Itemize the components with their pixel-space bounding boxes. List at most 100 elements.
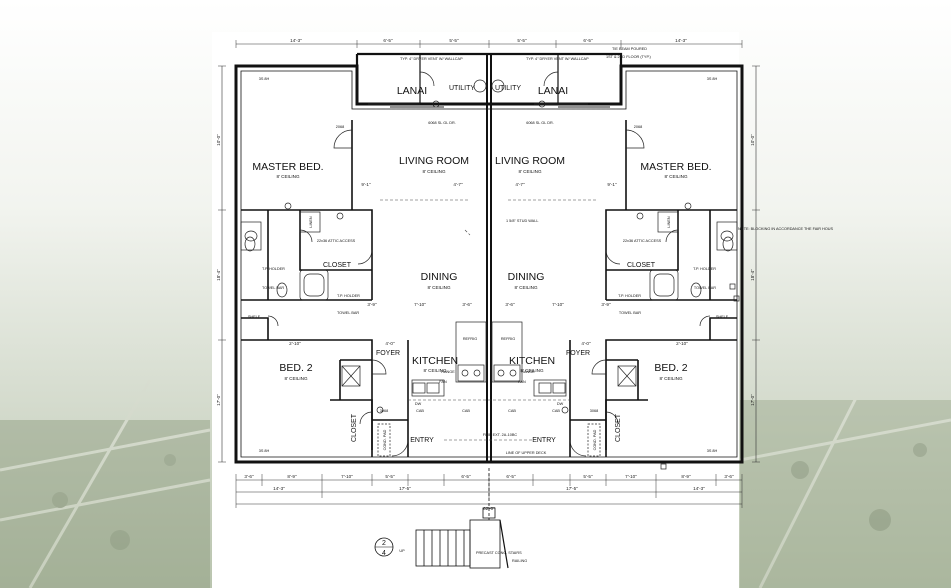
section-number: 2 — [382, 540, 386, 547]
tie-beam-note-2: 1ST & 2ND FLOOR (TYP.) — [606, 55, 652, 59]
dim-bottom-1: 3'-6" — [244, 474, 254, 479]
linen-right: LINEN — [667, 216, 671, 227]
room-foyer-left: FOYER — [376, 350, 400, 357]
door-swings — [267, 71, 711, 457]
dryer-vent-note-left: TYP. 4" DRYER VENT W/ WALLCAP — [400, 57, 463, 61]
dim-bottom-6: 6'-5" — [506, 474, 516, 479]
dim-bottom-5: 6'-5" — [461, 474, 471, 479]
exterior-walls — [234, 52, 744, 464]
shelf-right: SHELF — [716, 315, 729, 319]
tp-holder-left-2: T.P. HOLDER — [337, 294, 360, 298]
cond-pad-left: COND. PAD — [383, 429, 387, 450]
room-living-left: LIVING ROOM — [399, 155, 469, 167]
dim-int-12: 4'-7" — [453, 182, 463, 187]
section-sheet: 4 — [382, 550, 386, 557]
linen-left: LINEN — [309, 216, 313, 227]
room-kitchen-right: KITCHEN — [509, 355, 555, 367]
dw-right: DW — [557, 402, 564, 406]
dim-int-8: 2'-10" — [289, 341, 301, 346]
dim-bottom-row2-1: 14'-3" — [273, 486, 285, 491]
dim-int-5: 7'-10" — [552, 302, 564, 307]
dim-bottom-10: 3'-6" — [724, 474, 734, 479]
dim-left-2: 18'-4" — [216, 269, 221, 281]
room-dining-left-ceiling: 8' CEILING — [427, 285, 451, 290]
dim-int-11: 9'-1" — [361, 182, 371, 187]
cab-right: CAB — [508, 409, 516, 413]
dim-top-2: 6'-5" — [383, 38, 393, 43]
room-master-right: MASTER BED. — [640, 161, 711, 173]
room-foyer-right: FOYER — [566, 350, 590, 357]
dim-int-10: 2'-10" — [676, 341, 688, 346]
room-master-left: MASTER BED. — [252, 161, 323, 173]
dim-top-5: 6'-5" — [583, 38, 593, 43]
room-master-right-ceiling: 8' CEILING — [664, 174, 688, 179]
room-closet-right: CLOSET — [627, 262, 656, 269]
dim-bottom-8: 7'-10" — [625, 474, 637, 479]
dim-bottom-2: 8'-9" — [287, 474, 297, 479]
upper-deck-note: LINE OF UPPER DECK — [506, 451, 547, 455]
room-closet-left: CLOSET — [323, 262, 352, 269]
csb-tag-bottom-left: 3S 8H — [259, 449, 270, 453]
aerial-texture — [0, 379, 951, 588]
door-tag-right: 2068 — [634, 125, 642, 129]
room-utility-left: UTILITY — [449, 85, 475, 92]
fixtures — [240, 79, 738, 457]
room-bed2-left-ceiling: 8' CEILING — [284, 376, 308, 381]
party-wall — [486, 54, 492, 462]
dim-int-13: 4'-7" — [515, 182, 525, 187]
dim-bottom-9: 8'-9" — [681, 474, 691, 479]
room-dining-right: DINING — [508, 271, 545, 283]
towel-bar-left: TOWEL BAR — [262, 286, 284, 290]
fire-ext-note: FIRE EXT. 2A-10BC — [483, 433, 517, 437]
cab-left-2: CAB — [462, 409, 470, 413]
right-unit-labels: LANAI UTILITY MASTER BED. 8' CEILING LIV… — [495, 85, 712, 444]
stud-wall-note: 1 5/8" STUD WALL — [506, 219, 538, 223]
tp-holder-right-2: T.P. HOLDER — [618, 294, 641, 298]
room-dining-right-ceiling: 8' CEILING — [514, 285, 538, 290]
dim-int-7: 4'-0" — [385, 341, 395, 346]
room-bed2-left: BED. 2 — [279, 362, 312, 374]
dim-top-4: 5'-5" — [517, 38, 527, 43]
range-left: RANGE — [441, 370, 455, 374]
left-unit-labels: LANAI UTILITY MASTER BED. 8' CEILING LIV… — [252, 85, 475, 444]
dim-int-6: 3'-9" — [601, 302, 611, 307]
stairs-up-note: UP — [399, 549, 405, 553]
fan-right: FAN — [518, 380, 526, 384]
slider-note-left: 6068 SL GL DR. — [428, 121, 456, 125]
room-closet-v-left: CLOSET — [351, 413, 358, 442]
dim-int-1: 3'-9" — [367, 302, 377, 307]
room-lanai-right: LANAI — [538, 85, 568, 97]
side-note: NOTE: BLOCKING IN ACCORDANCE THE FAIR HO… — [738, 227, 834, 231]
attic-access-left: 22x36 ATTIC ACCESS — [317, 239, 356, 243]
dim-bottom-row2-3: 17'-5" — [566, 486, 578, 491]
room-entry-left: ENTRY — [410, 437, 434, 444]
dim-right-2: 18'-4" — [750, 269, 755, 281]
dim-int-14: 9'-1" — [607, 182, 617, 187]
room-dining-left: DINING — [421, 271, 458, 283]
cab-right-2: CAB — [552, 409, 560, 413]
door-tag-left: 2068 — [336, 125, 344, 129]
room-kitchen-left-ceiling: 8' CEILING — [423, 368, 447, 373]
door-tag-left-2: 3068 — [380, 409, 388, 413]
cond-pad-right: COND. PAD — [593, 429, 597, 450]
room-utility-right: UTILITY — [495, 85, 521, 92]
dim-bottom-7: 5'-5" — [583, 474, 593, 479]
door-tag-right-2: 3068 — [590, 409, 598, 413]
dim-top-1: 14'-3" — [290, 38, 302, 43]
section-marker: 2 4 — [374, 537, 394, 557]
dimension-lines — [218, 40, 760, 508]
room-master-left-ceiling: 8' CEILING — [276, 174, 300, 179]
dim-bottom-3: 7'-10" — [341, 474, 353, 479]
slider-note-right: 6068 SL GL DR. — [526, 121, 554, 125]
blueprint-sheet — [212, 32, 739, 588]
dim-int-4: 3'-6" — [505, 302, 515, 307]
dim-right-3: 17'-0" — [750, 394, 755, 406]
cab-left: CAB — [416, 409, 424, 413]
stairs-note: PRECAST CONC. STAIRS — [476, 551, 522, 555]
dryer-vent-note-right: TYP. 4" DRYER VENT W/ WALLCAP — [526, 57, 589, 61]
room-living-right: LIVING ROOM — [495, 155, 565, 167]
room-bed2-right-ceiling: 8' CEILING — [659, 376, 683, 381]
dim-int-9: 4'-0" — [581, 341, 591, 346]
plan-notes: TYP. 4" DRYER VENT W/ WALLCAP TYP. 4" DR… — [259, 47, 834, 563]
